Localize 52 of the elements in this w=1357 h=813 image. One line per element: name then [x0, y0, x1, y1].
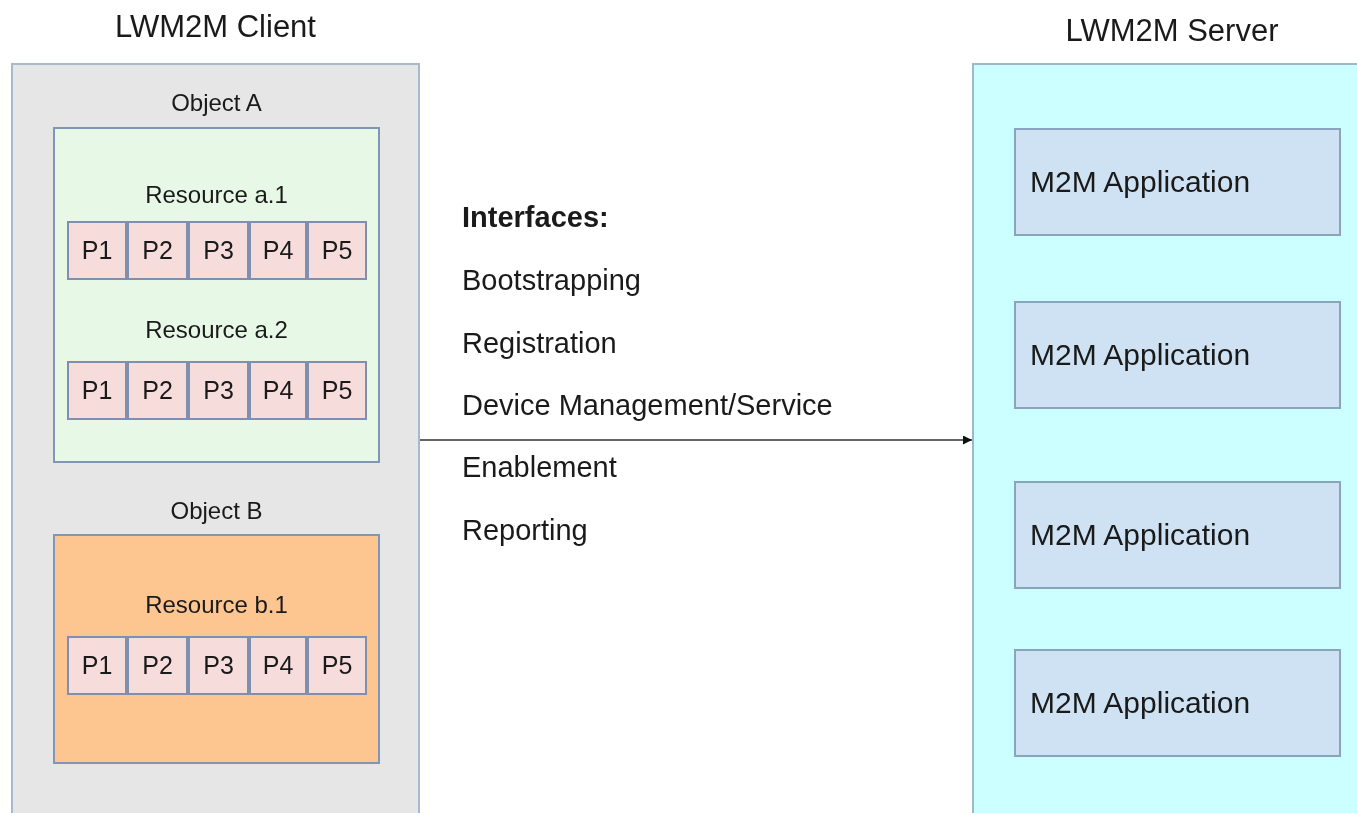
interfaces-heading: Interfaces:	[462, 200, 609, 234]
parameter-cell	[307, 361, 367, 420]
parameter-label: P2	[142, 376, 173, 405]
arrow	[419, 435, 973, 445]
panel-title: Object B	[170, 497, 263, 524]
parameter-label: P3	[203, 651, 234, 680]
application-box	[1014, 481, 1341, 589]
application-label: M2M Application	[1030, 518, 1251, 552]
parameter-cell	[249, 221, 307, 280]
interface-name: Registration	[462, 326, 617, 360]
application-box	[1014, 128, 1341, 236]
parameter-cell	[249, 636, 307, 695]
parameter-cell	[188, 221, 249, 280]
parameter-cell	[307, 636, 367, 695]
parameter-cell	[67, 636, 127, 695]
parameter-label: P3	[203, 236, 234, 265]
application-label: M2M Application	[1030, 165, 1251, 199]
parameter-cell	[127, 636, 188, 695]
application-box	[1014, 649, 1341, 757]
parameter-cell	[188, 361, 249, 420]
application-label: M2M Application	[1030, 686, 1251, 720]
parameter-cell	[127, 221, 188, 280]
application-label: M2M Application	[1030, 338, 1251, 372]
parameter-cell	[127, 361, 188, 420]
parameter-label: P4	[262, 651, 294, 680]
parameter-label: P1	[81, 651, 113, 680]
parameter-label: P1	[81, 376, 113, 405]
parameter-label: P5	[321, 651, 353, 680]
interface-name: Enablement	[462, 450, 617, 484]
interface-name: Reporting	[462, 513, 588, 547]
application-box	[1014, 301, 1341, 409]
parameter-label: P2	[142, 236, 173, 265]
parameter-cell	[67, 361, 127, 420]
parameter-cell	[307, 221, 367, 280]
parameter-label: P5	[321, 236, 353, 265]
resource-label: Resource a.2	[145, 316, 288, 343]
parameter-label: P3	[203, 376, 234, 405]
parameter-cell	[188, 636, 249, 695]
interface-name: Bootstrapping	[462, 263, 641, 297]
resource-label: Resource a.1	[145, 181, 288, 208]
parameter-cell	[67, 221, 127, 280]
parameter-label: P4	[262, 376, 294, 405]
parameter-cell	[249, 361, 307, 420]
parameter-label: P4	[262, 236, 294, 265]
parameter-label: P2	[142, 651, 173, 680]
parameter-label: P5	[321, 376, 353, 405]
resource-label: Resource b.1	[145, 591, 288, 618]
panel-title: Object A	[171, 89, 262, 116]
parameter-label: P1	[81, 236, 113, 265]
panel-title: LWM2M Server	[1065, 13, 1279, 48]
panel-title: LWM2M Client	[115, 9, 316, 44]
interface-name: Device Management/Service	[462, 388, 833, 422]
